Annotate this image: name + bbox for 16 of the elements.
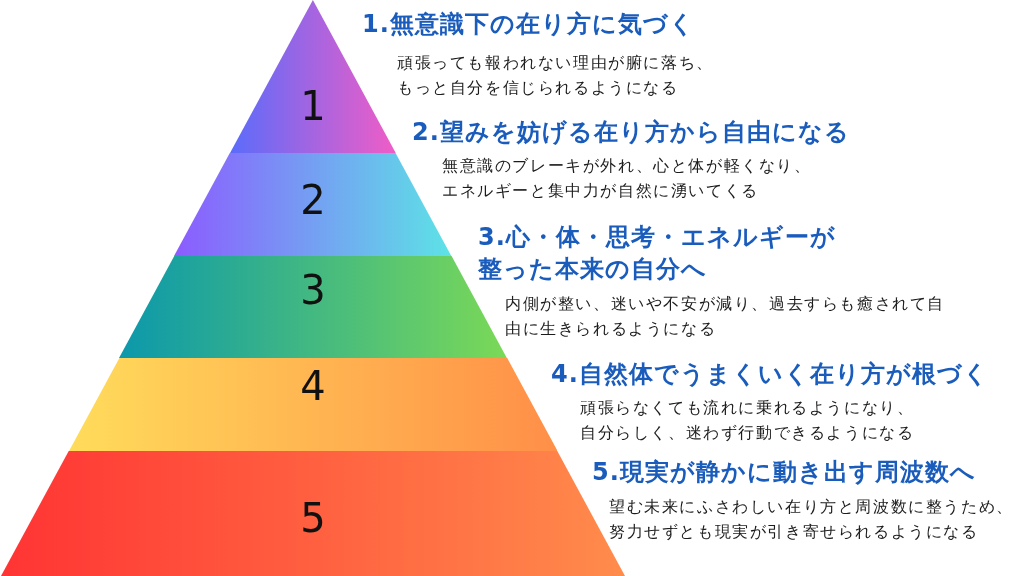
pyramid-tier (119, 256, 507, 358)
tier-heading: 5.現実が静かに動き出す周波数へ (592, 457, 976, 488)
tier-description: 内側が整い、迷いや不安が減り、過去すらも癒されて自由に生きられるようになる (505, 293, 946, 340)
tier-description: 望む未来にふさわしい在り方と周波数に整うため、努力せずとも現実が引き寄せられるようになる (609, 496, 1015, 543)
tier-number: 5 (300, 496, 326, 540)
tier-heading: 2.望みを妨げる在り方から自由になる (412, 117, 850, 148)
tier-heading: 1.無意識下の在り方に気づく (362, 9, 695, 40)
tier-number: 1 (300, 84, 326, 128)
tier-number: 4 (300, 364, 326, 408)
tier-heading: 3.心・体・思考・エネルギーが整った本来の自分へ (478, 222, 837, 285)
tier-number: 2 (300, 178, 326, 222)
tier-number: 3 (300, 268, 326, 312)
tier-description: 頑張らなくても流れに乗れるようになり、自分らしく、迷わず行動できるようになる (580, 397, 916, 444)
tier-description: 無意識のブレーキが外れ、心と体が軽くなり、エネルギーと集中力が自然に湧いてくる (442, 155, 813, 202)
tier-heading: 4.自然体でうまくいく在り方が根づく (551, 359, 989, 390)
tier-description: 頑張っても報われない理由が腑に落ち、もっと自分を信じられるようになる (397, 52, 715, 99)
